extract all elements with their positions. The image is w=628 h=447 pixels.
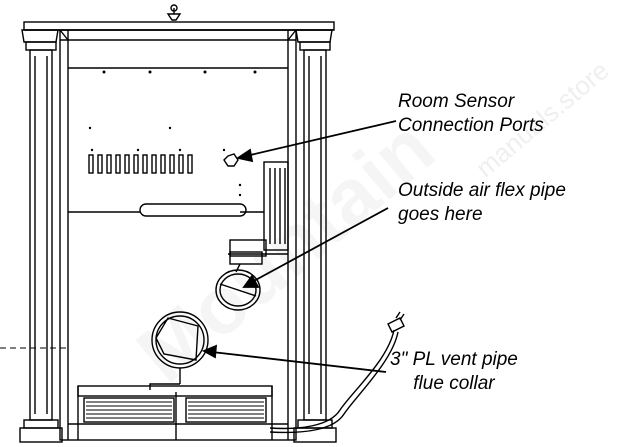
room-sensor-label: Room Sensor Connection Ports — [398, 90, 544, 138]
left-column — [19, 29, 63, 443]
leader-lines — [201, 120, 397, 373]
control-box — [228, 161, 289, 257]
outside-air-collar — [215, 251, 263, 311]
vent-pipe-label-line2: flue collar — [413, 373, 495, 394]
right-column — [293, 29, 337, 443]
outside-air-label: Outside air flex pipe goes here — [398, 179, 566, 227]
vent-pipe-label: 3" PL vent pipe flue collar — [390, 348, 518, 396]
top-cap — [23, 21, 335, 31]
grille-pattern — [86, 401, 264, 419]
top-bolts — [102, 70, 257, 74]
room-sensor-label-line2: Connection Ports — [398, 115, 544, 136]
outside-air-label-line1: Outside air flex pipe — [398, 180, 566, 201]
louver-slots — [88, 154, 193, 174]
rear-panel-frame — [59, 29, 297, 441]
panel-marks — [88, 126, 242, 197]
room-sensor-port — [223, 153, 239, 167]
room-sensor-label-line1: Room Sensor — [398, 91, 515, 112]
bottom-grille — [68, 385, 288, 440]
vent-pipe-label-line1: 3" PL vent pipe — [390, 349, 518, 370]
top-finial — [166, 4, 182, 21]
power-cord — [269, 311, 405, 434]
vent-collar — [149, 311, 209, 390]
outside-air-label-line2: goes here — [398, 204, 483, 225]
slot-bracket — [139, 203, 247, 217]
